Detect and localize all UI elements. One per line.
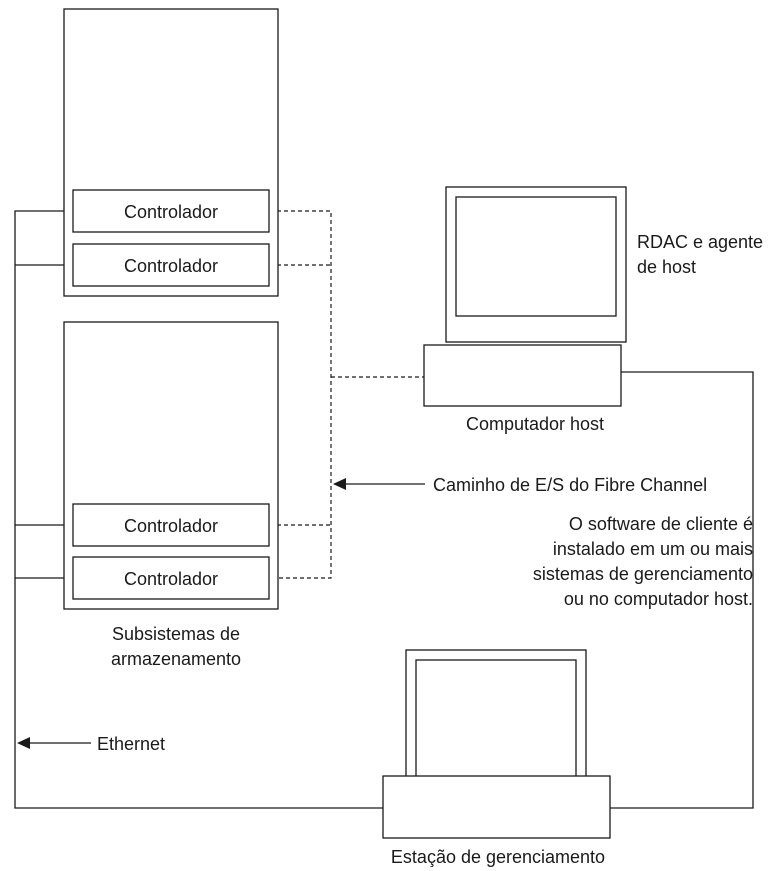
- management-system-unit: [382, 775, 611, 839]
- host-computer: [423, 186, 627, 407]
- controller-upper-2: Controlador: [72, 243, 270, 287]
- ethernet-label: Ethernet: [97, 734, 165, 754]
- controller-lower-2: Controlador: [72, 556, 270, 600]
- management-station-label: Estação de gerenciamento: [391, 847, 605, 867]
- controller-lower-1: Controlador: [72, 503, 270, 547]
- management-screen: [415, 659, 577, 780]
- rdac-agent-label-line1: RDAC e agente: [637, 232, 763, 252]
- controller-label: Controlador: [124, 202, 218, 222]
- controller-label: Controlador: [124, 569, 218, 589]
- management-station: [382, 649, 611, 839]
- controller-label: Controlador: [124, 256, 218, 276]
- ethernet-cabling: [14, 210, 754, 809]
- rdac-agent-label-line2: de host: [637, 257, 696, 277]
- host-system-unit: [423, 344, 622, 407]
- storage-subsystems-label-line2: armazenamento: [111, 649, 241, 669]
- client-software-note-line1: O software de cliente é: [569, 514, 753, 534]
- fibre-channel-label: Caminho de E/S do Fibre Channel: [433, 475, 707, 495]
- client-software-note-line4: ou no computador host.: [564, 589, 753, 609]
- host-screen: [455, 196, 617, 317]
- host-computer-label: Computador host: [466, 414, 604, 434]
- fibre-channel-paths: [270, 210, 424, 579]
- client-software-note-line2: instalado em um ou mais: [553, 539, 753, 559]
- storage-subsystem-upper: Controlador Controlador: [63, 8, 279, 297]
- fibre-channel-arrow: [333, 478, 425, 490]
- client-software-note-line3: sistemas de gerenciamento: [533, 564, 753, 584]
- controller-label: Controlador: [124, 516, 218, 536]
- storage-subsystem-lower: Controlador Controlador: [63, 321, 279, 610]
- controller-upper-1: Controlador: [72, 189, 270, 233]
- storage-subsystems-label-line1: Subsistemas de: [112, 624, 240, 644]
- ethernet-arrow: [17, 737, 91, 749]
